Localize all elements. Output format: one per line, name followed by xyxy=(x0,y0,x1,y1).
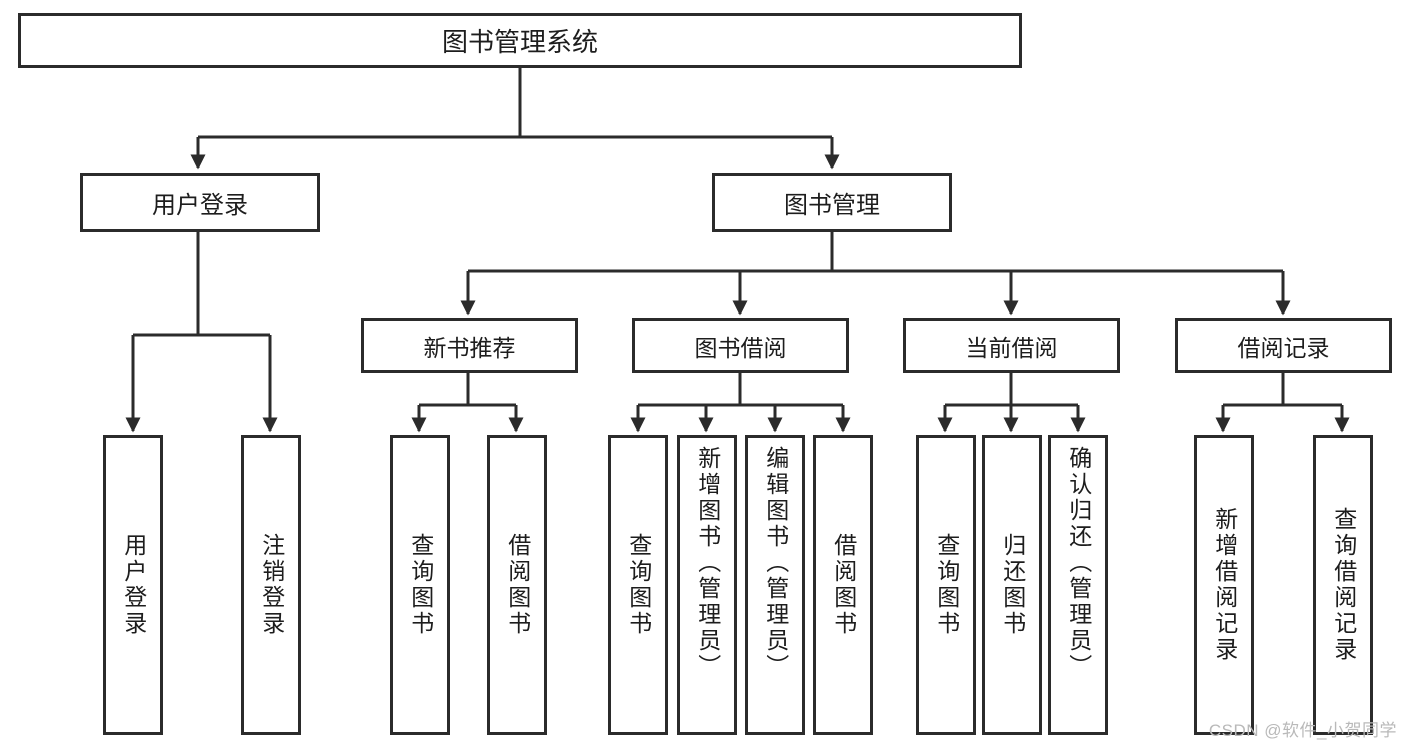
leaf-current-borrow-return[interactable]: 归还图书 xyxy=(982,435,1042,735)
leaf-current-borrow-query[interactable]: 查询图书 xyxy=(916,435,976,735)
node-borrow-record[interactable]: 借阅记录 xyxy=(1175,318,1392,373)
leaf-label: 借阅图书 xyxy=(830,533,857,637)
node-new-book-recommend[interactable]: 新书推荐 xyxy=(361,318,578,373)
leaf-current-borrow-confirm[interactable]: 确认归还（管理员） xyxy=(1048,435,1108,735)
node-book-manage-label: 图书管理 xyxy=(784,192,880,219)
node-root-label: 图书管理系统 xyxy=(441,27,598,57)
leaf-book-borrow-borrow[interactable]: 借阅图书 xyxy=(813,435,873,735)
leaf-borrow-record-query[interactable]: 查询借阅记录 xyxy=(1313,435,1373,735)
leaf-label: 归还图书 xyxy=(999,533,1026,637)
leaf-borrow-record-add[interactable]: 新增借阅记录 xyxy=(1194,435,1254,735)
node-user-login[interactable]: 用户登录 xyxy=(80,173,320,232)
leaf-label: 新增借阅记录 xyxy=(1211,507,1238,663)
leaf-label: 查询图书 xyxy=(625,533,652,637)
leaf-label: 用户登录 xyxy=(120,533,147,637)
leaf-label: 编辑图书（管理员） xyxy=(762,446,789,680)
leaf-label: 查询图书 xyxy=(933,533,960,637)
node-current-borrow[interactable]: 当前借阅 xyxy=(903,318,1120,373)
node-book-borrow[interactable]: 图书借阅 xyxy=(632,318,849,373)
leaf-book-borrow-edit[interactable]: 编辑图书（管理员） xyxy=(745,435,805,735)
node-book-borrow-label: 图书借阅 xyxy=(694,334,787,361)
node-current-borrow-label: 当前借阅 xyxy=(965,334,1058,361)
node-book-manage[interactable]: 图书管理 xyxy=(712,173,952,232)
leaf-new-book-query[interactable]: 查询图书 xyxy=(390,435,450,735)
leaf-user-login-logout[interactable]: 注销登录 xyxy=(241,435,301,735)
leaf-label: 新增图书（管理员） xyxy=(694,446,721,680)
leaf-user-login-login[interactable]: 用户登录 xyxy=(103,435,163,735)
leaf-label: 查询借阅记录 xyxy=(1330,507,1357,663)
leaf-label: 确认归还（管理员） xyxy=(1065,446,1092,680)
watermark: CSDN @软件_小贺同学 xyxy=(1208,721,1397,740)
node-new-book-recommend-label: 新书推荐 xyxy=(423,334,516,361)
leaf-book-borrow-add[interactable]: 新增图书（管理员） xyxy=(677,435,737,735)
leaf-label: 注销登录 xyxy=(258,533,285,637)
node-user-login-label: 用户登录 xyxy=(152,192,248,219)
leaf-label: 借阅图书 xyxy=(504,533,531,637)
leaf-book-borrow-query[interactable]: 查询图书 xyxy=(608,435,668,735)
node-borrow-record-label: 借阅记录 xyxy=(1237,334,1330,361)
node-root[interactable]: 图书管理系统 xyxy=(18,13,1022,68)
leaf-label: 查询图书 xyxy=(407,533,434,637)
leaf-new-book-borrow[interactable]: 借阅图书 xyxy=(487,435,547,735)
